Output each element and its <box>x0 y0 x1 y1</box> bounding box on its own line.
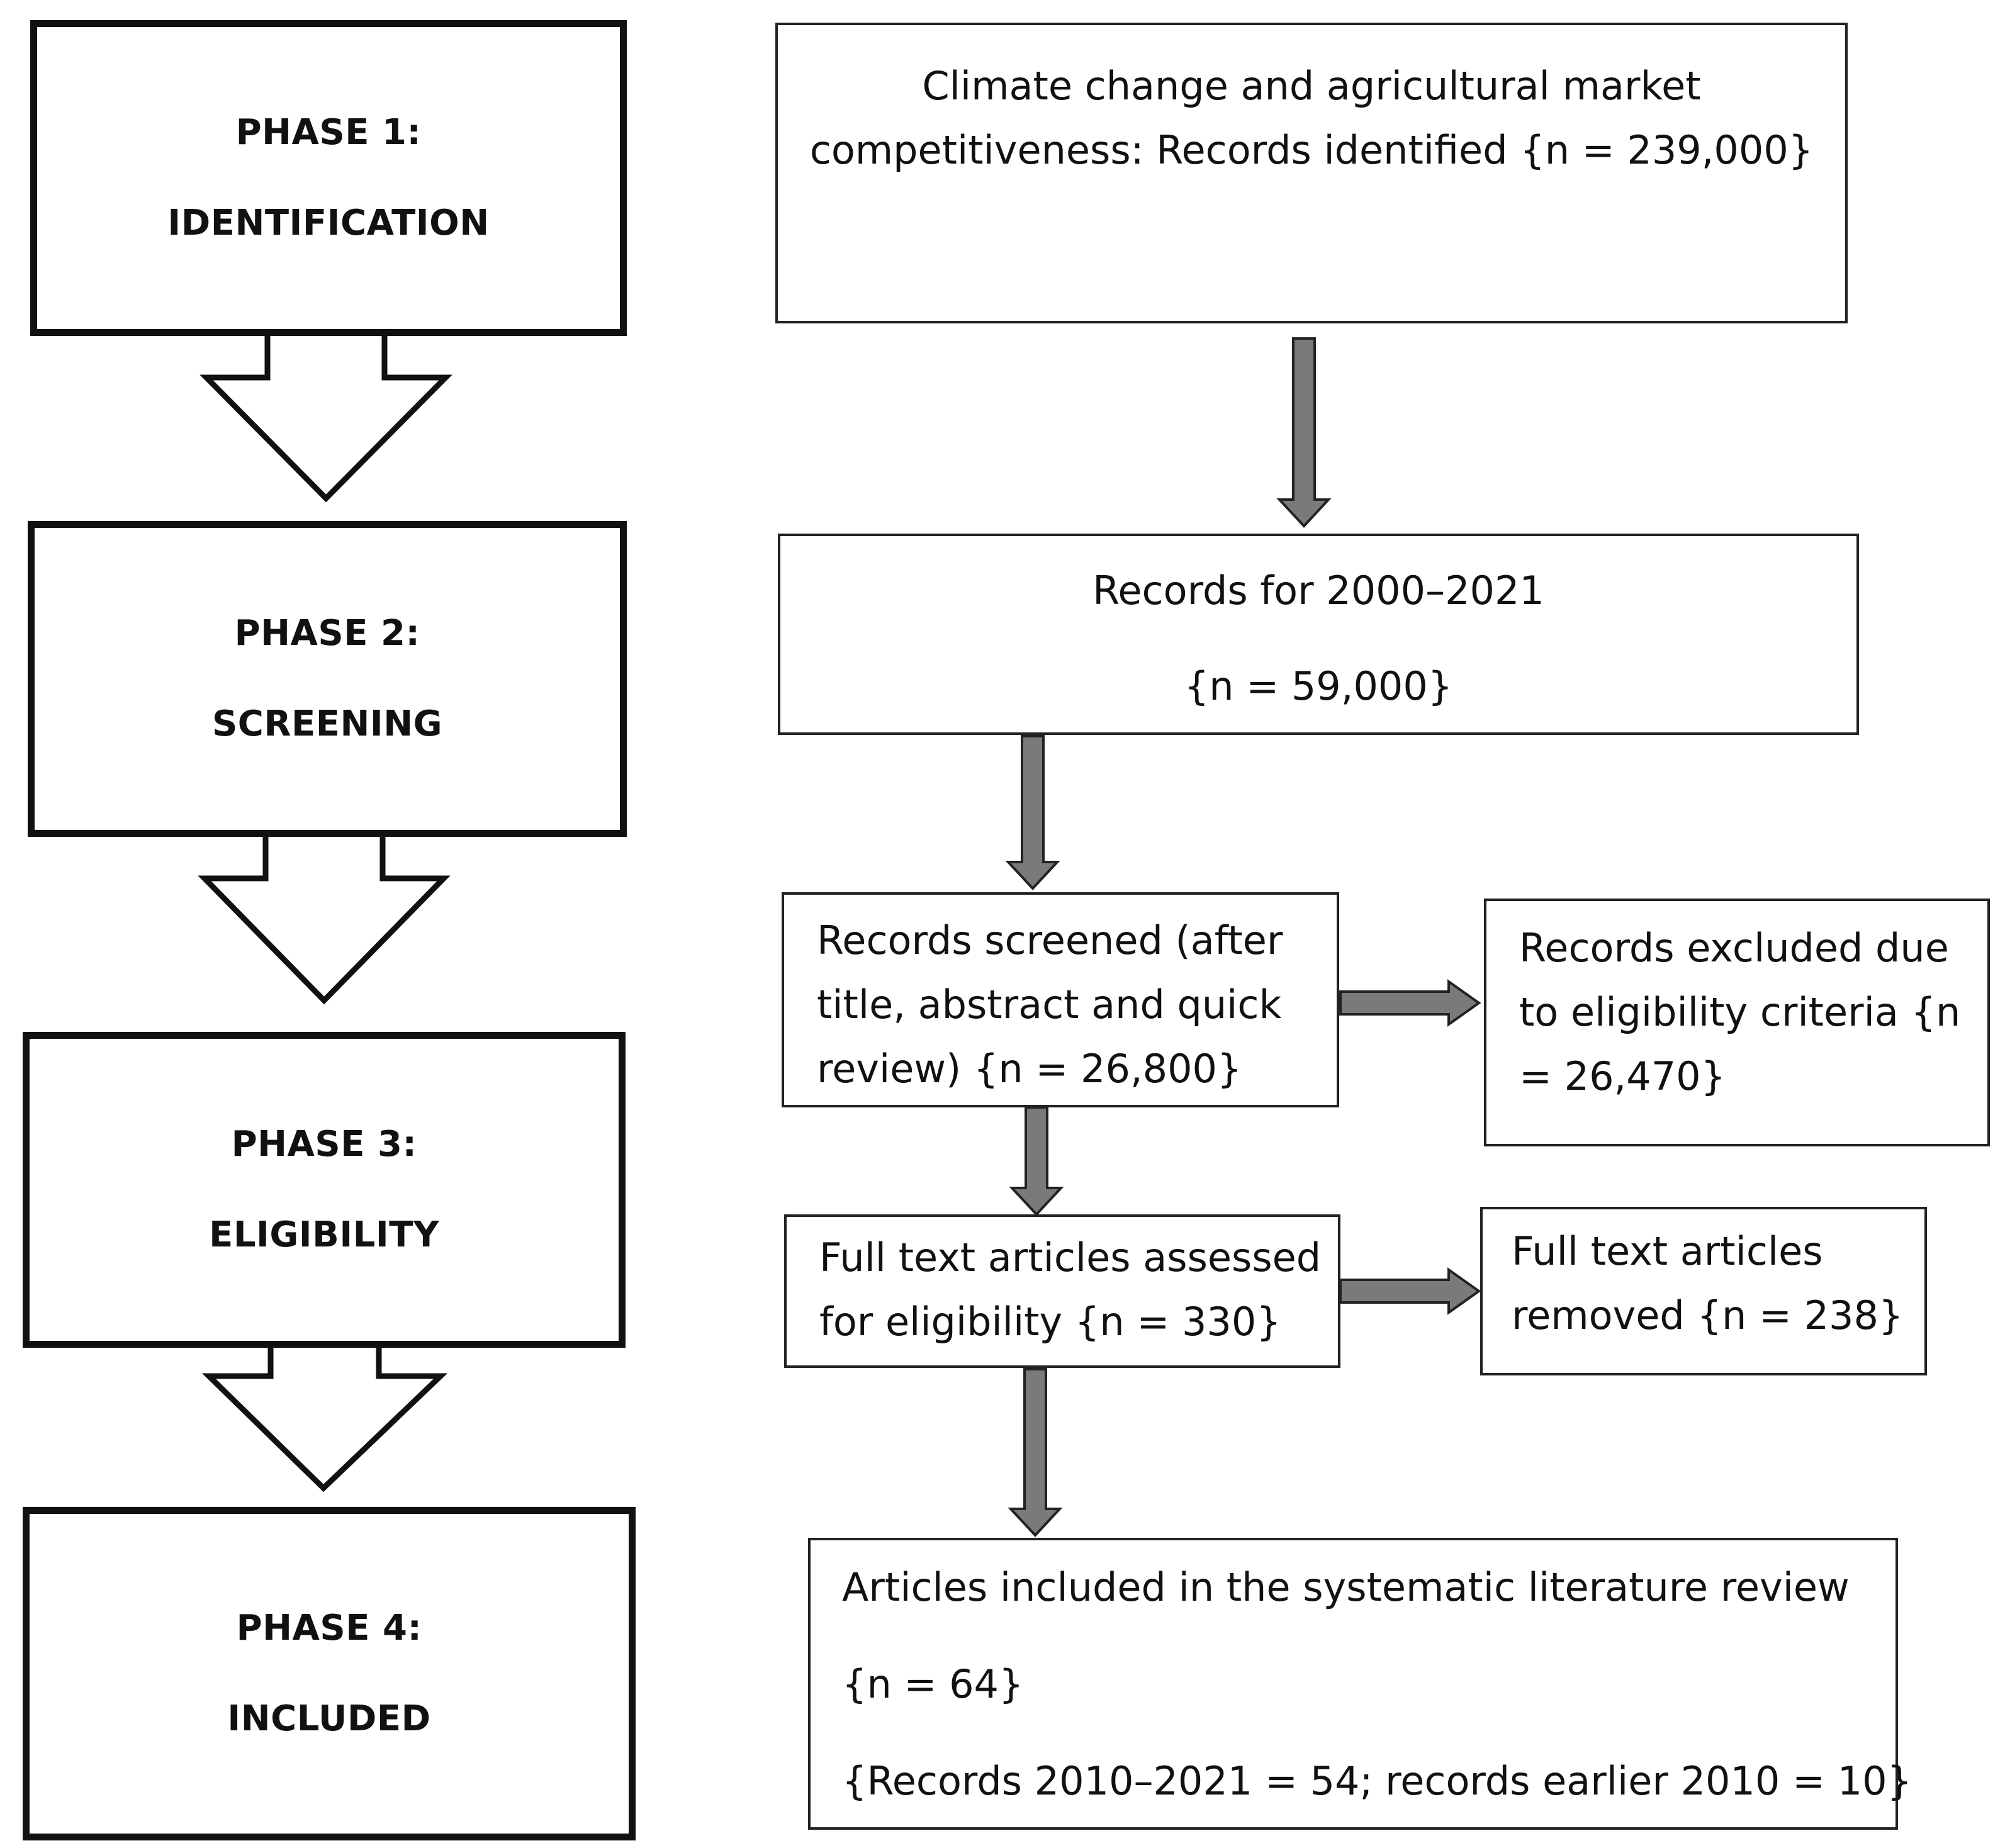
records-range-box: Records for 2000–2021 {n = 59,000} <box>778 534 1859 735</box>
identified-to-range-arrow <box>1276 337 1332 528</box>
phase-1-to-2-arrow <box>199 336 452 503</box>
records-identified-line-1: Climate change and agricultural market <box>922 63 1701 109</box>
articles-included-breakdown: {Records 2010–2021 = 54; records earlier… <box>842 1758 1912 1804</box>
records-identified-line-2: competitiveness: Records identified {n =… <box>809 127 1814 173</box>
records-excluded-line-3: = 26,470} <box>1519 1053 1726 1099</box>
records-excluded-line-1: Records excluded due <box>1519 925 1949 971</box>
phase-2-title: SCREENING <box>211 703 443 744</box>
phase-3-title: ELIGIBILITY <box>209 1214 439 1255</box>
records-identified-box: Climate change and agricultural market c… <box>775 23 1848 323</box>
screened-to-excluded-arrow <box>1339 979 1481 1027</box>
phase-3-to-4-arrow <box>201 1348 448 1492</box>
records-excluded-line-2: to eligibility criteria {n <box>1519 989 1961 1035</box>
assessed-to-removed-arrow <box>1339 1267 1481 1315</box>
records-screened-line-2: title, abstract and quick <box>817 982 1282 1028</box>
phase-4-number: PHASE 4: <box>236 1608 422 1649</box>
phase-4-box: PHASE 4: INCLUDED <box>23 1507 636 1840</box>
phase-4-title: INCLUDED <box>227 1698 431 1739</box>
phase-1-box: PHASE 1: IDENTIFICATION <box>30 20 627 336</box>
records-range-line-1: Records for 2000–2021 <box>1092 568 1544 613</box>
phase-2-number: PHASE 2: <box>234 613 420 654</box>
articles-included-line-1: Articles included in the systematic lite… <box>842 1564 1850 1610</box>
phase-3-box: PHASE 3: ELIGIBILITY <box>23 1032 626 1348</box>
fulltext-assessed-line-2: for eligibility {n = 330} <box>819 1299 1281 1345</box>
fulltext-removed-line-2: removed {n = 238} <box>1512 1292 1904 1338</box>
fulltext-removed-line-1: Full text articles <box>1512 1228 1823 1274</box>
records-range-count: {n = 59,000} <box>1184 663 1453 709</box>
articles-included-count: {n = 64} <box>842 1661 1024 1707</box>
fulltext-removed-box: Full text articles removed {n = 238} <box>1480 1207 1927 1375</box>
records-screened-box: Records screened (after title, abstract … <box>782 892 1339 1107</box>
range-to-screened-arrow <box>1005 735 1060 890</box>
fulltext-assessed-box: Full text articles assessed for eligibil… <box>784 1214 1340 1368</box>
screened-to-assessed-arrow <box>1009 1106 1064 1216</box>
records-excluded-box: Records excluded due to eligibility crit… <box>1484 899 1990 1146</box>
fulltext-assessed-line-1: Full text articles assessed <box>819 1235 1322 1280</box>
phase-2-box: PHASE 2: SCREENING <box>28 521 627 837</box>
phase-1-title: IDENTIFICATION <box>167 203 490 244</box>
records-screened-line-3: review) {n = 26,800} <box>817 1046 1242 1092</box>
assessed-to-included-arrow <box>1008 1368 1063 1537</box>
phase-3-number: PHASE 3: <box>231 1124 417 1165</box>
articles-included-box: Articles included in the systematic lite… <box>808 1538 1912 1830</box>
phase-2-to-3-arrow <box>198 837 451 1005</box>
records-screened-line-1: Records screened (after <box>817 917 1283 963</box>
phase-1-number: PHASE 1: <box>235 112 422 153</box>
